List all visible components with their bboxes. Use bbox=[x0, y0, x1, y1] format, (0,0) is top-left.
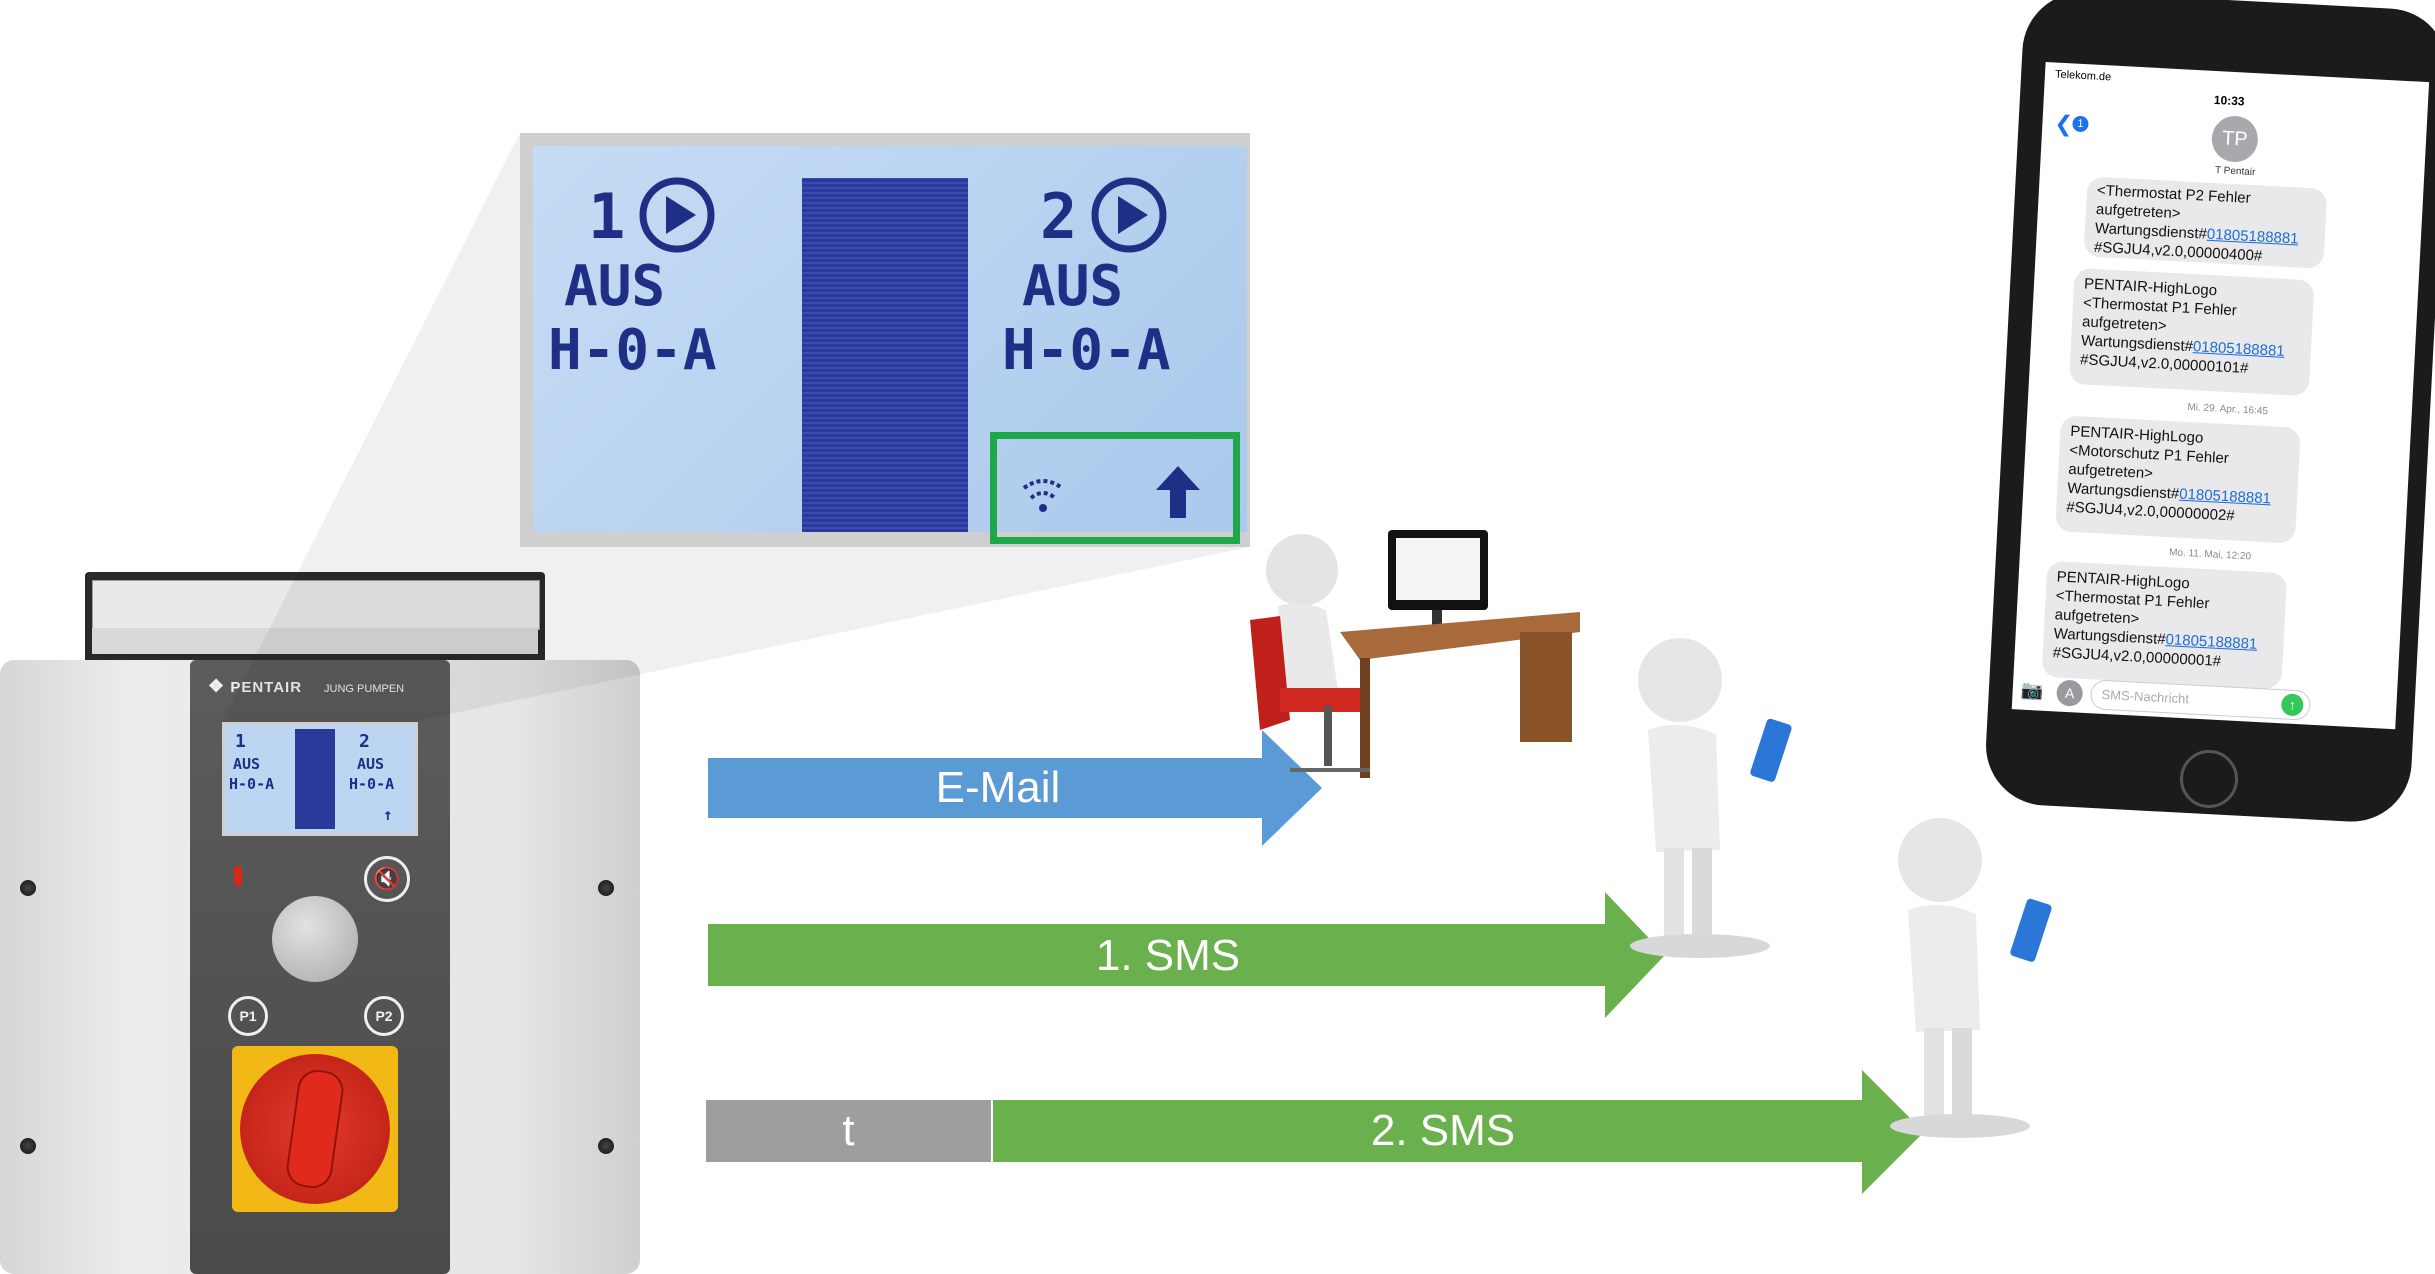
mini-pump2-status: AUS bbox=[357, 755, 385, 773]
date-separator: Mi. 29. Apr., 16:45 bbox=[2187, 401, 2269, 418]
mini-pump2-mode: H-0-A bbox=[349, 775, 395, 793]
person-phone-illustration bbox=[1630, 638, 1792, 958]
pump2-play-icon bbox=[1091, 177, 1167, 253]
camera-icon[interactable]: 📷 bbox=[2020, 679, 2044, 701]
mini-pump2-number: 2 bbox=[359, 731, 370, 752]
email-label: E-Mail bbox=[935, 763, 1061, 812]
screw bbox=[20, 880, 36, 896]
sms-bubble: <Thermostat P2 Fehler aufgetreten> Wartu… bbox=[2083, 176, 2328, 269]
mini-pump1-status: AUS bbox=[233, 755, 261, 773]
app-store-icon[interactable]: A bbox=[2055, 679, 2084, 707]
rating-label bbox=[92, 580, 540, 630]
pump1-number: 1 bbox=[588, 180, 626, 253]
person-phone-illustration-2 bbox=[1890, 818, 2052, 1138]
sms1-arrow bbox=[708, 892, 1665, 1018]
delay-bar bbox=[706, 1100, 991, 1162]
mini-pump1-number: 1 bbox=[235, 731, 246, 752]
carrier-text: Telekom.de bbox=[2054, 68, 2112, 84]
office-worker-illustration bbox=[1250, 530, 1580, 778]
pump1-button[interactable]: P1 bbox=[228, 996, 268, 1036]
pump2-mode: H-0-A bbox=[1002, 318, 1171, 383]
sms-bubble: PENTAIR-HighLogo <Thermostat P1 Fehler a… bbox=[2041, 560, 2288, 690]
pump2-status: AUS bbox=[1022, 254, 1124, 319]
clock-text: 10:33 bbox=[2213, 92, 2245, 109]
sms1-label: 1. SMS bbox=[1095, 931, 1241, 980]
device-lcd-small: 1 AUS H-0-A 2 AUS H-0-A ↑ bbox=[222, 722, 418, 836]
smartphone: Telekom.de 10:33 ❮ 1 TP T Pentair <Therm… bbox=[1982, 0, 2435, 825]
sms-input-placeholder: SMS-Nachricht bbox=[2101, 686, 2190, 707]
level-bar bbox=[802, 178, 968, 532]
alarm-led bbox=[234, 866, 242, 886]
mini-bar bbox=[295, 729, 335, 829]
date-separator: Mo. 11. Mai, 12:20 bbox=[2168, 547, 2252, 563]
screw bbox=[598, 880, 614, 896]
sms2-label: 2. SMS bbox=[1370, 1106, 1516, 1155]
sms2-arrow bbox=[993, 1070, 1924, 1194]
screw bbox=[20, 1138, 36, 1154]
pump1-mode: H-0-A bbox=[548, 318, 717, 383]
pump1-status: AUS bbox=[564, 254, 666, 319]
send-arrow-icon[interactable]: ↑ bbox=[2280, 693, 2304, 717]
connectivity-highlight bbox=[990, 432, 1240, 544]
phone-screen: Telekom.de 10:33 ❮ 1 TP T Pentair <Therm… bbox=[2011, 62, 2430, 730]
contact-avatar[interactable]: TP bbox=[2210, 114, 2260, 164]
mini-pump1-mode: H-0-A bbox=[229, 775, 275, 793]
delay-label: t bbox=[842, 1106, 855, 1155]
back-chevron-icon[interactable]: ❮ bbox=[2053, 110, 2074, 137]
upload-arrow-icon bbox=[1156, 466, 1200, 518]
pump2-button[interactable]: P2 bbox=[364, 996, 404, 1036]
speaker-mute-icon: 🔇 bbox=[373, 866, 401, 891]
sms-bubble: PENTAIR-HighLogo <Motorschutz P1 Fehler … bbox=[2055, 415, 2301, 544]
sms-input[interactable]: SMS-Nachricht ↑ bbox=[2089, 679, 2312, 721]
pump1-play-icon bbox=[639, 177, 715, 253]
sms-bubble: PENTAIR-HighLogo <Thermostat P1 Fehler a… bbox=[2068, 267, 2315, 397]
mute-button[interactable]: 🔇 bbox=[364, 856, 410, 902]
mini-up-arrow-icon: ↑ bbox=[383, 805, 393, 824]
rating-label-strip bbox=[92, 628, 538, 654]
rotary-knob[interactable] bbox=[272, 896, 358, 982]
back-badge: 1 bbox=[2072, 115, 2089, 133]
pump2-number: 2 bbox=[1040, 180, 1078, 253]
screw bbox=[598, 1138, 614, 1154]
wifi-icon bbox=[1022, 479, 1064, 512]
contact-name: T Pentair bbox=[2214, 165, 2256, 179]
email-arrow bbox=[708, 730, 1322, 846]
